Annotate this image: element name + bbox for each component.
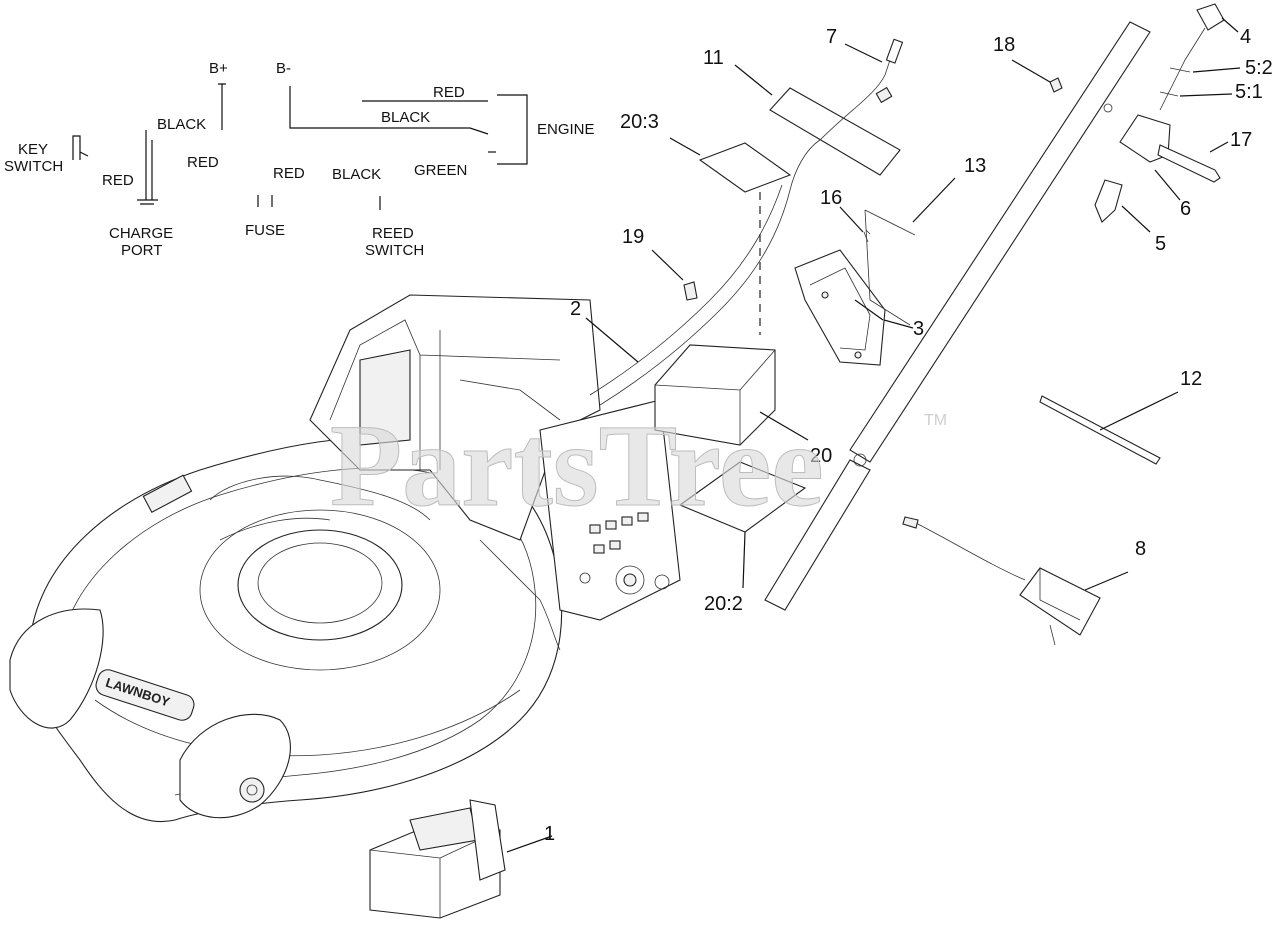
charge-port-wire [137,130,158,205]
callout-20-3: 20:3 [620,111,659,133]
front-guard [9,608,104,729]
deck-rim [59,467,537,796]
callouts: 1 2 3 4 5 5:2 5:1 6 7 8 11 12 13 16 17 1… [544,26,1273,845]
deck-dome-core [257,542,383,624]
part-1-battery [369,799,506,919]
key-switch-label-2: SWITCH [4,158,63,175]
black-top-label: BLACK [381,109,430,126]
part-20-2-pad [678,461,807,533]
b-plus-wire [218,83,226,130]
part-5-2-ring [1169,67,1191,73]
red-mid-label: RED [187,154,219,171]
callout-7: 7 [826,26,837,48]
handle-tube [764,21,1151,611]
part-3-cover [794,249,886,366]
key-switch-label-1: KEY [18,141,48,158]
callout-13: 13 [964,155,986,177]
b-minus-wire [289,86,489,135]
part-6-switch [1119,114,1171,163]
part-5-1-ring [1159,91,1179,97]
green-label: GREEN [414,162,467,179]
callout-5: 5 [1155,233,1166,255]
black-left-label: BLACK [157,116,206,133]
deck-dome-inner [237,529,403,641]
part-19-clip [683,281,698,301]
part-11-label [769,87,901,176]
part-16-screw [863,229,871,243]
callout-3: 3 [913,318,924,340]
mower-logo: LAWNBOY [95,669,195,721]
black-reed-label: BLACK [332,166,381,183]
reed-switch-label-1: REED [372,225,414,242]
wheel-hub [239,777,265,803]
key-switch-symbol [72,135,89,160]
callout-12: 12 [1180,368,1202,390]
callout-8: 8 [1135,538,1146,560]
callout-17: 17 [1230,129,1252,151]
control-panel [539,399,681,621]
wiring-schematic: B+ B- RED BLACK ENGINE KEY SWITCH BLACK … [4,60,595,259]
red-left-label: RED [102,172,134,189]
watermark-trademark: TM [924,412,947,429]
part-4-knob [1196,3,1225,31]
callout-20: 20 [810,445,832,467]
engine-label: ENGINE [537,121,595,138]
partstree-watermark: PartsTree TM [330,400,948,532]
engine-bracket [497,94,528,165]
callout-5-1: 5:1 [1235,81,1263,103]
part-8-charger [902,516,1101,646]
b-minus-label: B- [276,60,291,77]
deck-tab [142,474,193,514]
part-20-battery [654,344,776,446]
callout-2: 2 [570,298,581,320]
part-13-guard [864,209,916,326]
housing-window [359,349,411,446]
callout-11: 11 [703,47,724,69]
part-2-harness-b [589,184,783,396]
leader-lines [506,17,1241,853]
callout-16: 16 [820,187,842,209]
part-4-lead [1159,27,1206,111]
watermark-text: PartsTree [330,400,824,531]
fuse-label: FUSE [245,222,285,239]
wheel-hub-center [246,784,258,796]
callout-18: 18 [993,34,1015,56]
callout-20-2: 20:2 [704,593,743,615]
red-top-label: RED [433,84,465,101]
part-17-bolt [1157,144,1221,183]
callout-5-2: 5:2 [1245,57,1273,79]
callout-19: 19 [622,226,644,248]
charge-port-label-2: PORT [121,242,162,259]
control-panel-keys [579,512,670,595]
mower-deck: LAWNBOY [9,294,681,823]
callout-4: 4 [1240,26,1251,48]
deck-dome-outer [199,509,441,671]
charge-port-label-1: CHARGE [109,225,173,242]
part-5-key [1094,179,1123,223]
part-2-harness [599,139,821,406]
rear-housing-detail [329,319,561,470]
part-7-lead [819,38,904,141]
callout-1: 1 [544,823,555,845]
part-20-3-pad [698,142,792,193]
reed-switch-label-2: SWITCH [365,242,424,259]
fuse-symbol [257,195,273,207]
part-18-nut [1049,77,1063,93]
deck-wire [209,475,431,541]
b-plus-label: B+ [209,60,228,77]
callout-6: 6 [1180,198,1191,220]
red-fuse-label: RED [273,165,305,182]
deck-cord [479,539,561,651]
deck-skirt [94,689,521,757]
